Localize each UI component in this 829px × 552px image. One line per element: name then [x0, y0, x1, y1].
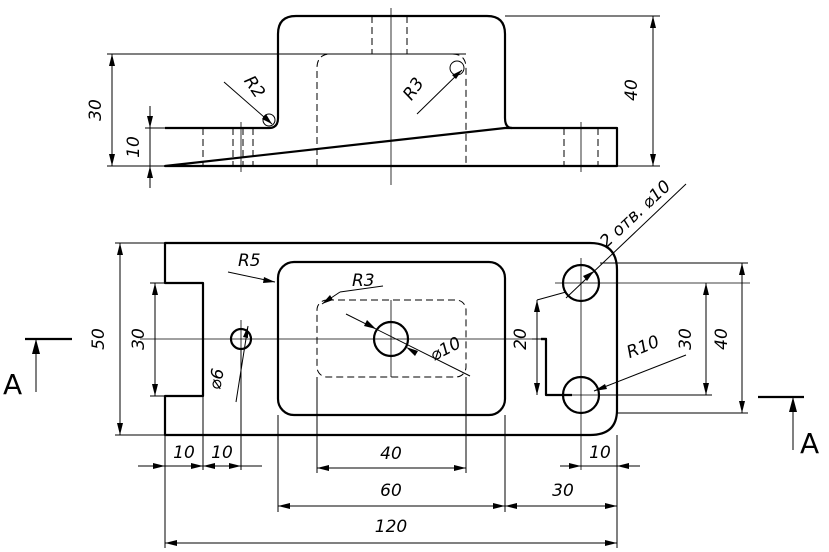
arrow-head — [32, 339, 40, 354]
arrow-head — [789, 397, 797, 412]
dim-height-50: 50 — [89, 328, 109, 350]
arrow-head — [505, 503, 517, 509]
section-cut-path — [541, 337, 572, 397]
radius-right: R10 — [624, 332, 663, 363]
arrow-head — [109, 54, 115, 66]
arrow-head — [650, 16, 656, 28]
arrow-head — [317, 465, 329, 471]
arrow-head — [617, 463, 629, 469]
arrow-head — [153, 463, 165, 469]
leader-line — [565, 183, 687, 299]
radius-inner: R3 — [399, 74, 428, 104]
dim-total-120: 120 — [375, 517, 407, 537]
dim-base-thickness: 10 — [124, 136, 144, 158]
arrow-head — [147, 116, 153, 128]
hole-center: ⌀10 — [427, 333, 464, 365]
dim-height-upper: 30 — [86, 99, 106, 121]
leader-line — [593, 354, 687, 392]
dim-holes-40: 40 — [712, 328, 732, 350]
radius-corner: R5 — [238, 251, 261, 271]
radius-outer: R2 — [239, 72, 268, 102]
arrow-head — [364, 320, 376, 329]
radius-marker — [262, 113, 276, 127]
arrow-head — [263, 277, 275, 283]
arrow-head — [165, 540, 177, 546]
dim-height-total: 40 — [622, 79, 642, 101]
arrow-head — [493, 503, 505, 509]
dim-holes-20: 20 — [511, 328, 531, 350]
arrow-head — [203, 463, 215, 469]
dim-left-10a: 10 — [173, 443, 195, 463]
dim-height-30: 30 — [129, 328, 149, 350]
section-label-right: A — [800, 427, 819, 460]
leader-line — [536, 291, 567, 301]
arrow-head — [605, 503, 617, 509]
plan-view-outline — [163, 241, 619, 437]
arrow-head — [406, 347, 418, 356]
holes-note: 2 отв. ⌀10 — [596, 177, 675, 252]
radius-pocket: R3 — [352, 271, 375, 291]
dim-right-10: 10 — [589, 443, 611, 463]
arrow-head — [109, 154, 115, 166]
leader-line — [339, 285, 384, 293]
top-view-boss-outline — [268, 14, 513, 130]
arrow-head — [278, 503, 290, 509]
arrow-head — [739, 401, 745, 413]
arrow-head — [569, 463, 581, 469]
arrow-head — [229, 463, 241, 469]
plan-view-pocket-hidden — [316, 299, 467, 378]
dim-pocket-40: 40 — [380, 444, 402, 464]
dim-holes-30: 30 — [676, 328, 696, 350]
plan-view-boss — [276, 260, 507, 417]
section-label-left: A — [3, 368, 22, 401]
arrow-head — [650, 154, 656, 166]
radius-marker — [449, 60, 465, 76]
dim-right-30: 30 — [552, 481, 574, 501]
arrow-head — [703, 383, 709, 395]
dim-boss-60: 60 — [380, 481, 402, 501]
arrow-head — [322, 295, 333, 304]
hole-small: ⌀6 — [205, 367, 228, 391]
arrow-head — [454, 465, 466, 471]
arrow-head — [152, 384, 158, 396]
arrow-head — [534, 300, 540, 312]
arrow-head — [117, 243, 123, 255]
arrow-head — [147, 166, 153, 178]
arrow-head — [243, 326, 248, 338]
top-view: 30 10 40 R2 R3 — [86, 8, 660, 188]
arrow-head — [191, 463, 203, 469]
arrow-head — [534, 383, 540, 395]
plan-view: A A 50 30 40 30 20 — [3, 177, 819, 548]
arrow-head — [739, 263, 745, 275]
arrow-head — [703, 283, 709, 295]
arrow-head — [117, 423, 123, 435]
leader-line — [235, 325, 249, 403]
top-view-pocket-hidden — [316, 53, 467, 166]
dim-left-10b: 10 — [211, 443, 233, 463]
arrow-head — [583, 271, 594, 281]
arrow-head — [605, 540, 617, 546]
arrow-head — [594, 384, 607, 391]
arrow-head — [152, 283, 158, 295]
